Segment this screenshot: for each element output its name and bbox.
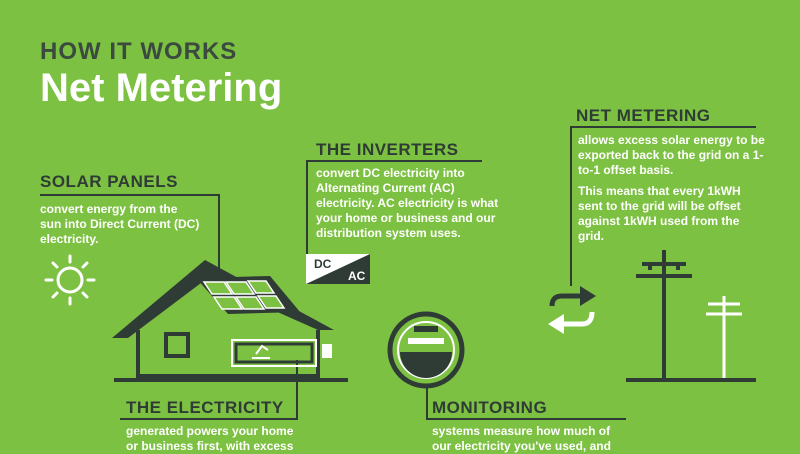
page-title: Net Metering — [40, 66, 283, 110]
net-metering-connector — [570, 126, 572, 286]
meter-icon — [387, 311, 465, 389]
net-metering-heading: NET METERING — [576, 106, 711, 125]
monitoring-rule — [426, 418, 626, 420]
solar-panels-text: convert energy from the sun into Direct … — [40, 202, 200, 246]
inverter-sign-icon: DC AC — [306, 254, 370, 284]
monitoring-connector — [426, 386, 428, 420]
inverters-text: convert DC electricity into Alternating … — [316, 166, 499, 240]
inverters-connector — [306, 160, 308, 258]
net-metering-text-2: This means that every 1kWH sent to the g… — [578, 184, 741, 243]
inverters-heading: THE INVERTERS — [316, 140, 459, 159]
electricity-connector — [296, 360, 298, 420]
inverters-rule — [306, 160, 482, 162]
electricity-heading: THE ELECTRICITY — [126, 398, 284, 417]
exchange-arrows-icon — [549, 286, 596, 307]
kicker: HOW IT WORKS — [40, 38, 238, 65]
lamp-icon — [252, 344, 270, 359]
solar-panel-icon — [196, 276, 300, 314]
solar-panels-heading: SOLAR PANELS — [40, 172, 178, 191]
net-metering-rule — [570, 126, 756, 128]
electricity-rule — [120, 418, 298, 420]
ground-line — [626, 378, 756, 382]
inverter-sign-top: DC — [314, 257, 332, 271]
monitoring-heading: MONITORING — [432, 398, 548, 417]
utility-pole-small-icon — [706, 296, 742, 380]
solar-panels-rule — [40, 194, 220, 196]
solar-panels-connector — [218, 194, 220, 278]
house-icon — [112, 260, 348, 382]
inverter-sign-bottom: AC — [348, 269, 366, 283]
net-metering-text-1: allows excess solar energy to be exporte… — [578, 133, 765, 177]
exchange-arrows-white-icon — [548, 311, 595, 334]
sun-icon — [44, 254, 96, 306]
utility-pole-large-icon — [636, 250, 692, 380]
